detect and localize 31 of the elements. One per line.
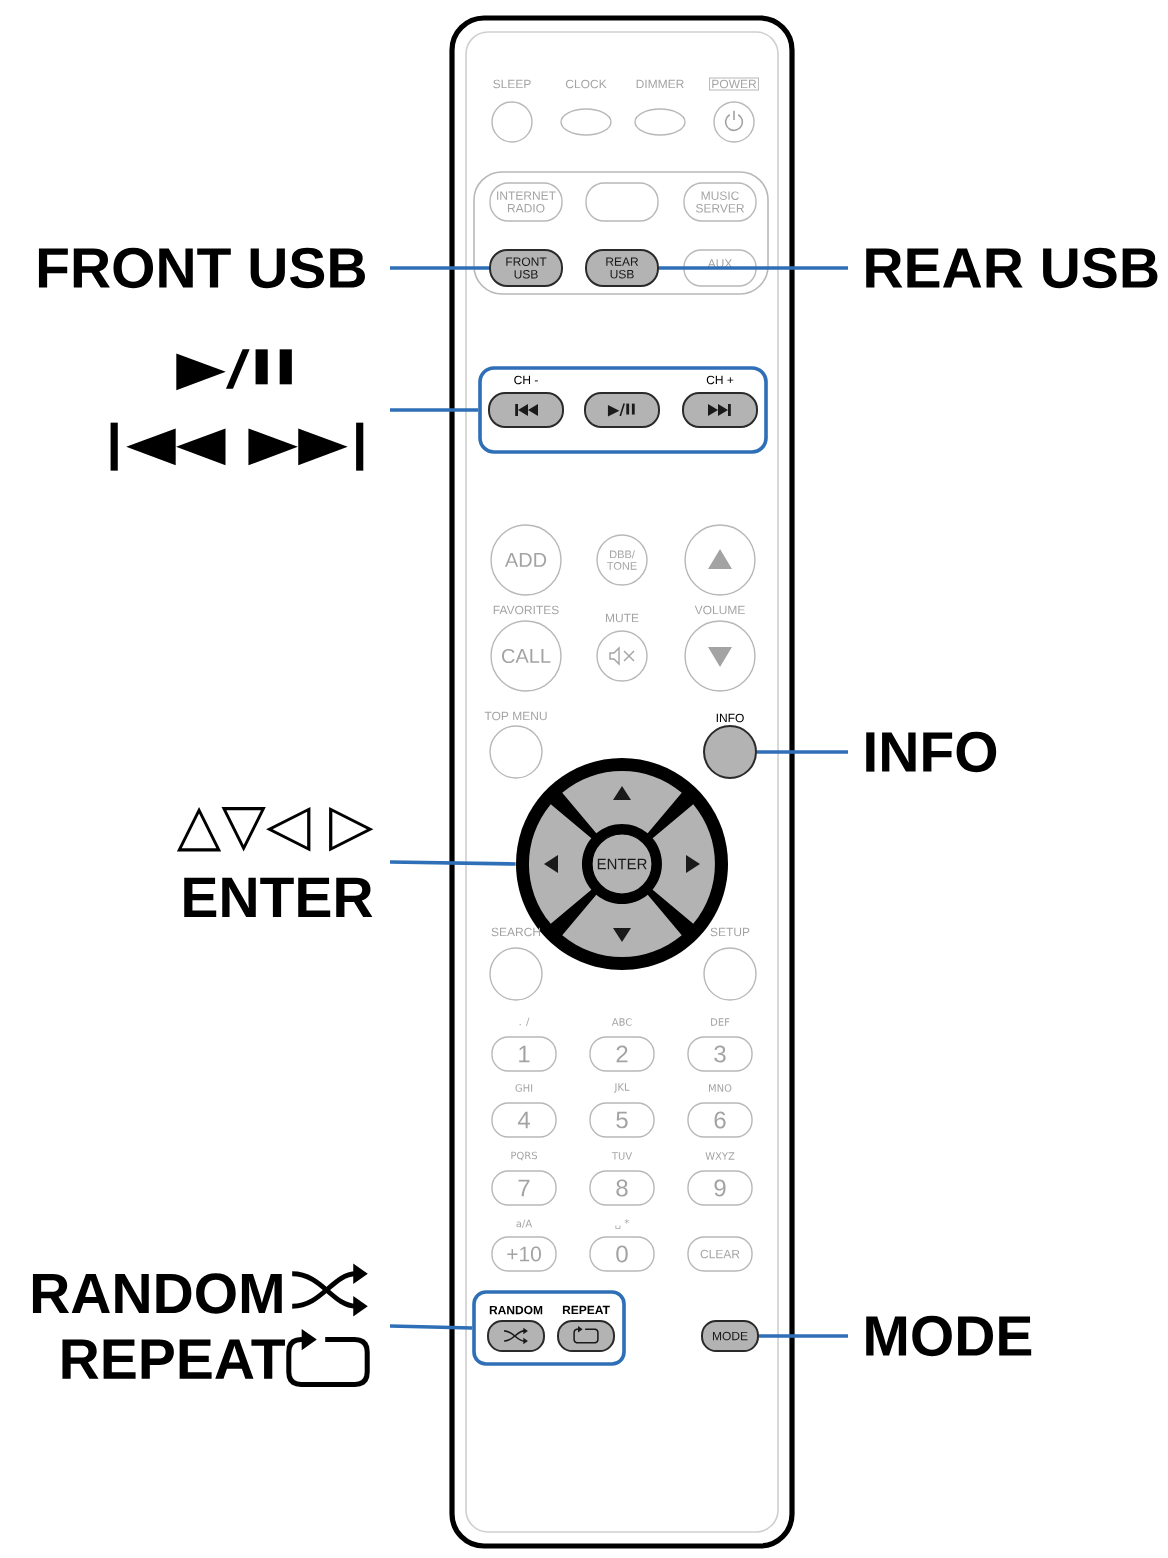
leader-line bbox=[390, 266, 489, 270]
callout-label: MODE bbox=[866, 1315, 1032, 1357]
callout-label: △▽◁ ▷ ENTER bbox=[176, 807, 374, 917]
leader-line bbox=[759, 1334, 848, 1338]
leader-line bbox=[389, 860, 516, 866]
pill-button: 2 bbox=[589, 1036, 655, 1072]
leader-line bbox=[389, 1324, 473, 1330]
pill-button: 1 bbox=[491, 1036, 557, 1072]
callout-label: REAR USB bbox=[866, 247, 1158, 289]
button-panel bbox=[473, 171, 769, 295]
callout-label: RANDOM REPEAT bbox=[32, 1273, 285, 1379]
leader-line bbox=[757, 750, 848, 754]
pill-button: 0 bbox=[589, 1236, 655, 1272]
pill-button: 5 bbox=[589, 1102, 655, 1138]
callout-label: FRONT USB bbox=[38, 247, 365, 289]
remote-body bbox=[449, 15, 795, 1549]
leader-line bbox=[390, 408, 479, 412]
round-button: CALL bbox=[490, 620, 562, 692]
callout-label: INFO bbox=[866, 731, 997, 773]
pill-button: +10 bbox=[491, 1236, 557, 1272]
highlight-frame bbox=[472, 1290, 626, 1366]
pill-button: 4 bbox=[491, 1102, 557, 1138]
round-button: ADD bbox=[490, 524, 562, 596]
pill-button: 3 bbox=[687, 1036, 753, 1072]
pill-button: 7 bbox=[491, 1170, 557, 1206]
callout-label: ▶/II |◀◀ ▶▶| bbox=[110, 349, 364, 471]
pill-button bbox=[585, 182, 659, 222]
highlight-frame bbox=[478, 366, 768, 454]
pill-button: 9 bbox=[687, 1170, 753, 1206]
pill-button: 6 bbox=[687, 1102, 753, 1138]
pill-button: 8 bbox=[589, 1170, 655, 1206]
